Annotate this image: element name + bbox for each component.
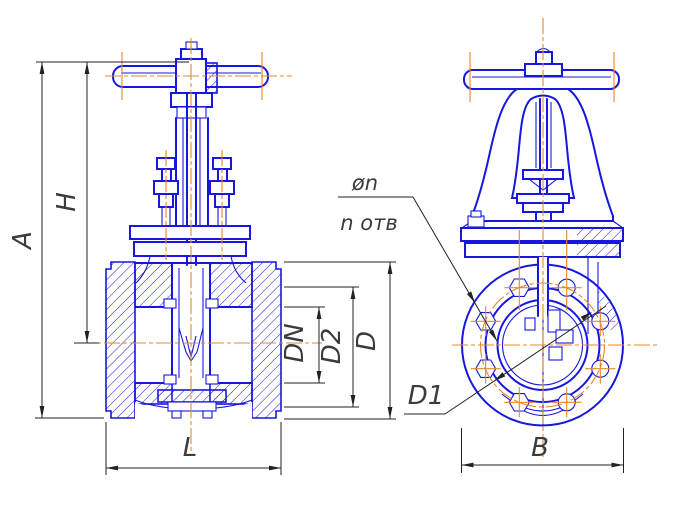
hole-count-label: n отв [340,211,397,235]
dimensions: A H L DN D2 D B D1 øn n отв [8,61,624,475]
dim-label-l: L [183,433,198,463]
bonnet-flange-side [460,210,624,258]
dim-label-b: B [531,433,549,463]
dim-label-a: A [8,231,38,251]
hole-crosshairs [470,287,616,418]
pipe-flange-left [105,261,136,419]
hole-callout-leader [338,196,498,342]
seat-boss [157,389,227,403]
bonnet-flange-front [129,225,251,284]
hub-hatch [205,62,218,94]
front-section-view [105,41,282,421]
stem-nut-side [535,51,553,65]
valve-body-front [105,261,282,421]
d1-leader [404,305,607,415]
bonnet-bolt [467,215,485,228]
hole-dia-label: øn [351,171,378,195]
dim-label-d1: D1 [408,381,445,411]
handwheel-side [463,47,620,90]
centerlines [78,18,658,458]
bolt-circle-centerline [479,282,606,408]
dim-label-d2: D2 [317,328,347,365]
dim-label-h: H [52,192,82,212]
dim-label-d: D [352,331,382,351]
dim-label-dn: DN [280,323,310,362]
gate-lug [547,309,561,333]
pipe-flange-right [251,261,282,419]
